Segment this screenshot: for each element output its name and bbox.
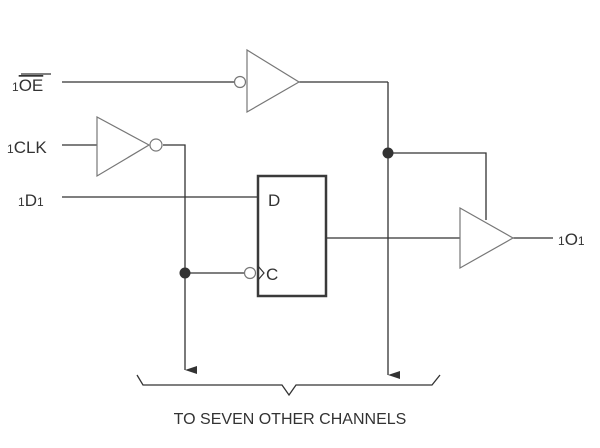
d-flipflop <box>256 174 328 298</box>
footer-text: TO SEVEN OTHER CHANNELS <box>174 411 407 428</box>
ff-d-label: D <box>268 191 280 210</box>
ff-c-label: C <box>266 265 278 284</box>
clock-edge-icon <box>257 265 265 281</box>
channel-brace <box>136 374 441 397</box>
label-oe: 1OE <box>12 76 43 95</box>
output-buffer <box>459 206 515 270</box>
label-d: 1D1 <box>18 191 44 210</box>
wire-enable <box>388 152 487 220</box>
clock-inversion-bubble <box>243 266 257 280</box>
label-output: 1O1 <box>558 230 585 249</box>
clk-inverter <box>96 115 151 178</box>
label-clk: 1CLK <box>7 138 47 157</box>
junction-dot <box>179 267 191 279</box>
oe-inversion-bubble <box>233 75 247 89</box>
clk-inversion-bubble <box>149 138 163 152</box>
junction-dot <box>382 147 394 159</box>
wire-clk-to-channels <box>163 144 197 374</box>
oe-buffer <box>246 48 301 114</box>
